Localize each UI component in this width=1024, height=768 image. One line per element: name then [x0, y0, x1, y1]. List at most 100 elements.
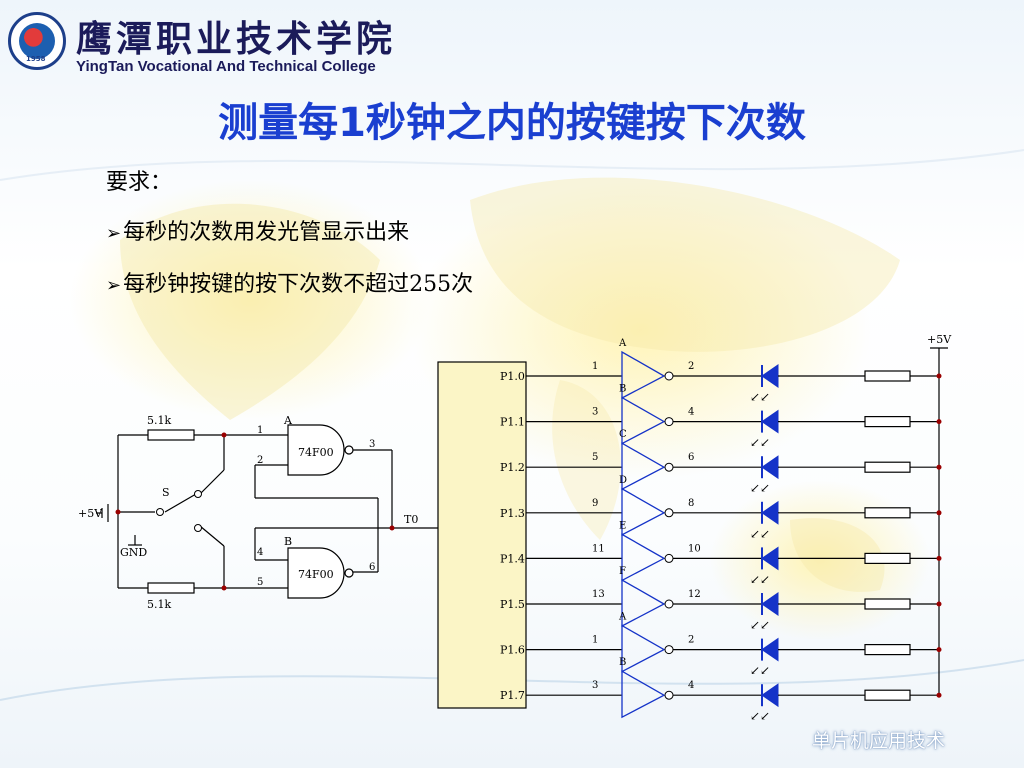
- college-name-cn: 鹰潭职业技术学院: [76, 18, 397, 60]
- light-emit-icon: ↙↙: [750, 481, 770, 495]
- inverter-bubble: [664, 553, 674, 563]
- led-resistor: [864, 689, 911, 701]
- inverter-bubble: [664, 417, 674, 427]
- light-emit-icon: ↙↙: [750, 618, 770, 632]
- requirement-item: ➢每秒钟按键的按下次数不超过255次: [106, 266, 473, 298]
- inverter-bubble: [664, 599, 674, 609]
- inverter-gate: [621, 624, 666, 673]
- inverter-label: B: [619, 657, 626, 668]
- slide-title: 测量每1秒钟之内的按键按下次数: [218, 100, 806, 146]
- gate-b-label: B: [284, 535, 292, 548]
- nand-gate-b: [287, 547, 345, 599]
- light-emit-icon: ↙↙: [750, 527, 770, 541]
- led-diode-icon: [761, 409, 779, 434]
- logo-year: 1958: [26, 55, 46, 63]
- led-diode-icon: [761, 546, 779, 571]
- inverter-out-pin: 4: [688, 680, 694, 691]
- inverter-in-pin: 9: [592, 498, 598, 509]
- gate-b-chip: 74F00: [298, 568, 334, 581]
- light-emit-icon: ↙↙: [750, 664, 770, 678]
- inverter-gate: [621, 578, 666, 628]
- inverter-gate: [621, 350, 666, 400]
- light-emit-icon: ↙↙: [750, 390, 770, 404]
- college-logo: 1958: [8, 12, 66, 70]
- gate-b-pin6: 6: [369, 562, 375, 573]
- inverter-in-pin: 11: [592, 543, 605, 554]
- inverter-out-pin: 4: [688, 407, 694, 418]
- resistor-top-label: 5.1k: [147, 414, 171, 427]
- switch-label: S: [162, 486, 170, 499]
- inverter-in-pin: 5: [592, 452, 598, 463]
- rail-junction: [936, 419, 942, 425]
- port-label: P1.4: [500, 552, 525, 565]
- led-diode-icon: [761, 364, 779, 388]
- gate-b-pin5: 5: [257, 577, 263, 588]
- arrow-bullet-icon: ➢: [106, 275, 122, 296]
- inverter-gate: [621, 396, 666, 445]
- port-label: P1.5: [500, 598, 525, 611]
- college-name-en: YingTan Vocational And Technical College: [76, 58, 376, 75]
- light-emit-icon: ↙↙: [750, 436, 770, 450]
- mcu-p1-port-block: [437, 361, 527, 709]
- inverter-bubble: [664, 462, 674, 472]
- gate-b-pin4: 4: [257, 547, 263, 558]
- rail-junction: [936, 647, 942, 653]
- inverter-label: F: [619, 566, 626, 577]
- gnd-label: GND: [120, 546, 147, 559]
- led-diode-icon: [761, 637, 779, 662]
- led-diode-icon: [761, 455, 779, 480]
- port-label: P1.2: [500, 461, 525, 474]
- led-resistor: [864, 552, 911, 565]
- port-label: P1.6: [500, 644, 525, 657]
- inverter-in-pin: 1: [592, 635, 598, 646]
- inverter-label: A: [618, 338, 627, 349]
- rail-junction: [936, 464, 942, 470]
- led-diode-icon: [761, 683, 779, 708]
- inverter-label: B: [619, 384, 626, 395]
- course-footer: 单片机应用技术: [812, 730, 946, 752]
- resistor-top: [147, 429, 195, 441]
- inverter-out-pin: 8: [688, 498, 694, 509]
- inverter-out-pin: 10: [688, 543, 701, 554]
- port-label: P1.7: [500, 689, 525, 702]
- vcc-right-label: +5V: [927, 333, 952, 346]
- arrow-bullet-icon: ➢: [106, 223, 122, 244]
- inverter-label: C: [619, 429, 627, 440]
- inverter-label: D: [619, 475, 627, 486]
- port-label: P1.0: [500, 370, 525, 383]
- gate-a-chip: 74F00: [298, 446, 334, 459]
- led-resistor: [864, 507, 911, 519]
- led-diode-icon: [761, 592, 779, 616]
- led-resistor: [864, 370, 911, 382]
- requirements-heading: 要求：: [106, 170, 173, 195]
- gate-a-pin1: 1: [257, 425, 263, 436]
- inverter-in-pin: 3: [592, 680, 598, 691]
- inverter-gate: [621, 533, 666, 582]
- nand-gate-a: [287, 424, 345, 476]
- gate-a-pin3: 3: [369, 439, 375, 450]
- header: 1958 鹰潭职业技术学院 YingTan Vocational And Tec…: [0, 0, 1024, 90]
- inverter-label: A: [618, 612, 627, 623]
- rail-junction: [936, 601, 942, 607]
- rail-junction: [936, 692, 942, 698]
- requirement-item: ➢每秒的次数用发光管显示出来: [106, 214, 409, 246]
- led-resistor: [864, 416, 911, 428]
- port-label: P1.3: [500, 507, 525, 520]
- led-diode-icon: [761, 500, 779, 525]
- inverter-gate: [621, 487, 666, 536]
- resistor-bottom-label: 5.1k: [147, 598, 171, 611]
- inverter-bubble: [664, 645, 674, 655]
- inverter-out-pin: 12: [688, 589, 701, 600]
- inverter-out-pin: 2: [688, 361, 694, 372]
- light-emit-icon: ↙↙: [750, 709, 770, 723]
- inverter-in-pin: 13: [592, 589, 605, 600]
- inverter-out-pin: 2: [688, 635, 694, 646]
- inverter-out-pin: 6: [688, 452, 694, 463]
- requirement-text: 每秒钟按键的按下次数不超过255次: [123, 272, 474, 297]
- inverter-label: E: [619, 520, 626, 531]
- inverter-bubble: [664, 508, 674, 518]
- port-label: P1.1: [500, 416, 525, 429]
- t0-label: T0: [404, 513, 418, 526]
- resistor-bottom: [147, 582, 195, 594]
